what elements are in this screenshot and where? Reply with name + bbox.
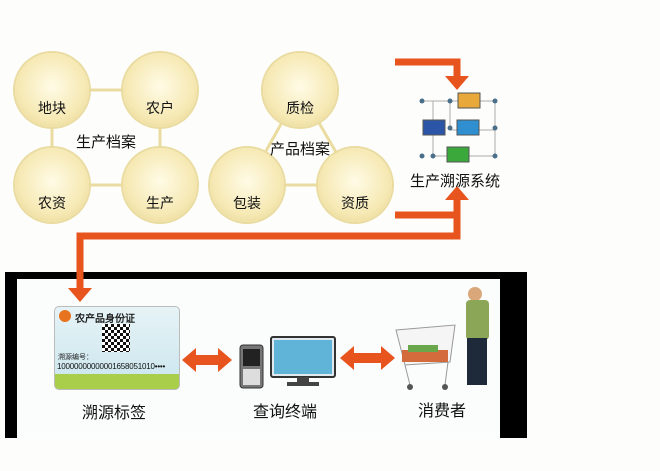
arrow-head-down bbox=[68, 288, 92, 302]
card-title: 农产品身份证 bbox=[75, 314, 135, 325]
trace-label-caption: 溯源标签 bbox=[82, 403, 147, 422]
phone-icon bbox=[239, 344, 264, 389]
node-label: 农资 bbox=[38, 196, 66, 212]
consumer-with-cart-icon bbox=[395, 287, 489, 390]
system-label: 生产溯源系统 bbox=[410, 172, 501, 190]
laptop-icon bbox=[422, 119, 446, 136]
double-arrow bbox=[340, 346, 395, 370]
node-qualification: 资质 bbox=[318, 148, 392, 222]
double-arrow bbox=[182, 348, 232, 372]
node-production: 生产 bbox=[123, 148, 197, 222]
node-agri-inputs: 农资 bbox=[15, 148, 89, 222]
terminal-caption: 查询终端 bbox=[253, 402, 318, 421]
node-label: 地块 bbox=[38, 101, 66, 117]
node-label: 资质 bbox=[341, 196, 369, 212]
laptop-icon bbox=[457, 92, 481, 109]
node-plot: 地块 bbox=[15, 53, 89, 127]
node-label: 包装 bbox=[233, 196, 261, 212]
arrow-head-down bbox=[445, 76, 469, 90]
laptop-icon bbox=[456, 119, 480, 136]
arrow-head-up bbox=[445, 186, 469, 200]
qr-code-icon bbox=[102, 324, 130, 352]
node-packaging: 包装 bbox=[210, 148, 284, 222]
flow-arrows bbox=[76, 58, 461, 290]
consumer-caption: 消费者 bbox=[418, 401, 467, 420]
production-archive-title: 生产档案 bbox=[76, 133, 137, 151]
node-farmer: 农户 bbox=[123, 53, 197, 127]
node-quality-check: 质检 bbox=[263, 53, 337, 127]
node-label: 农户 bbox=[146, 101, 174, 117]
trace-label-card: 农产品身份证 溯源编号： 10000000000001658051010•••• bbox=[54, 306, 180, 390]
monitor-icon bbox=[270, 336, 336, 386]
node-label: 质检 bbox=[286, 101, 314, 117]
node-label: 生产 bbox=[146, 196, 174, 212]
code-label: 溯源编号： bbox=[58, 353, 93, 361]
code-value: 10000000000001658051010•••• bbox=[57, 362, 166, 371]
laptop-icon bbox=[446, 146, 470, 163]
product-archive-title: 产品档案 bbox=[270, 140, 331, 158]
card-logo-icon bbox=[59, 310, 71, 322]
